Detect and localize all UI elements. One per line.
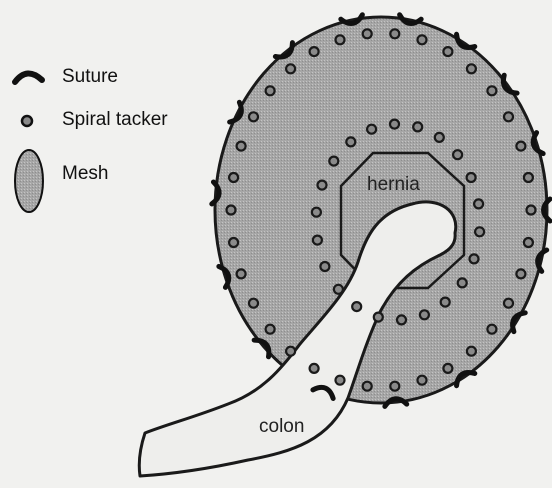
- tacker-icon: [318, 181, 327, 190]
- tacker-icon: [524, 173, 533, 182]
- tacker-icon: [336, 35, 345, 44]
- tacker-icon: [467, 64, 476, 73]
- tacker-icon: [237, 142, 246, 151]
- tacker-icon: [527, 206, 536, 215]
- tacker-icon: [249, 299, 258, 308]
- tacker-icon: [249, 112, 258, 121]
- tacker-icon: [313, 236, 322, 245]
- tacker-icon: [474, 199, 483, 208]
- legend-suture-label: Suture: [62, 66, 118, 87]
- tacker-icon: [470, 254, 479, 263]
- tacker-icon: [310, 364, 319, 373]
- tacker-icon: [435, 133, 444, 142]
- tacker-icon: [310, 47, 319, 56]
- legend-suture-item: Suture: [15, 66, 118, 87]
- legend: Suture Spiral tacker Mesh: [15, 66, 168, 212]
- tacker-icon: [443, 47, 452, 56]
- tacker-icon: [443, 364, 452, 373]
- tacker-icon: [346, 137, 355, 146]
- legend-mesh-item: Mesh: [15, 150, 108, 212]
- tacker-icon: [286, 347, 295, 356]
- tacker-icon: [229, 173, 238, 182]
- tacker-icon: [458, 278, 467, 287]
- tacker-icon: [22, 116, 32, 126]
- tacker-icon: [420, 310, 429, 319]
- tacker-icon: [352, 302, 361, 311]
- tacker-icon: [286, 64, 295, 73]
- tacker-icon: [334, 285, 343, 294]
- tacker-icon: [237, 269, 246, 278]
- colon-label: colon: [259, 416, 304, 437]
- legend-tacker-item: Spiral tacker: [22, 109, 168, 130]
- tacker-icon: [329, 157, 338, 166]
- tacker-icon: [363, 382, 372, 391]
- tacker-icon: [504, 112, 513, 121]
- tacker-icon: [229, 238, 238, 247]
- tacker-icon: [441, 298, 450, 307]
- suture-icon: [15, 73, 42, 82]
- tacker-icon: [467, 347, 476, 356]
- tacker-icon: [390, 29, 399, 38]
- tacker-icon: [390, 382, 399, 391]
- legend-spiral-tacker-label: Spiral tacker: [62, 109, 168, 130]
- tacker-icon: [266, 325, 275, 334]
- tacker-icon: [524, 238, 533, 247]
- hernia-label: hernia: [367, 174, 420, 195]
- tacker-icon: [312, 208, 321, 217]
- tacker-icon: [475, 227, 484, 236]
- tacker-icon: [363, 29, 372, 38]
- tacker-icon: [418, 35, 427, 44]
- tacker-icon: [336, 376, 345, 385]
- tacker-icon: [516, 142, 525, 151]
- mesh-icon: [15, 150, 43, 212]
- tacker-icon: [367, 125, 376, 134]
- tacker-icon: [374, 313, 383, 322]
- tacker-icon: [418, 376, 427, 385]
- tacker-icon: [453, 150, 462, 159]
- tacker-icon: [390, 120, 399, 129]
- tacker-icon: [397, 315, 406, 324]
- tacker-icon: [487, 325, 496, 334]
- legend-mesh-label: Mesh: [62, 163, 108, 184]
- tacker-icon: [516, 269, 525, 278]
- tacker-icon: [227, 206, 236, 215]
- tacker-icon: [266, 86, 275, 95]
- tacker-icon: [467, 173, 476, 182]
- tacker-icon: [487, 86, 496, 95]
- tacker-icon: [413, 122, 422, 131]
- tacker-icon: [320, 262, 329, 271]
- tacker-icon: [504, 299, 513, 308]
